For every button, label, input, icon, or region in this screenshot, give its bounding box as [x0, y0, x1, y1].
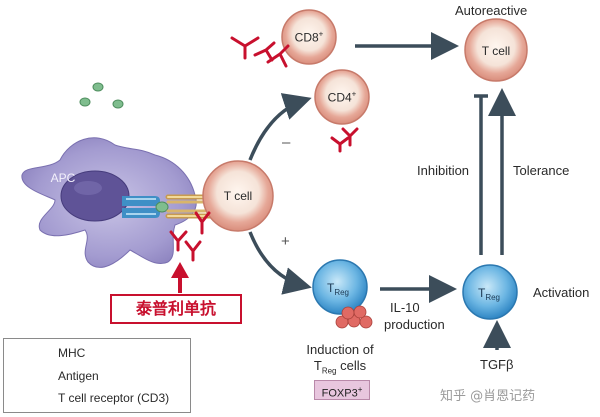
- treg-right-cell: [462, 264, 518, 320]
- central-t-cell: [202, 160, 274, 232]
- tcr-icon: [8, 389, 48, 402]
- apc-cell: [21, 137, 197, 268]
- apc-nucleus: [60, 170, 130, 222]
- antigen-icon: [11, 370, 23, 380]
- autoreactive-t-cell: [464, 18, 528, 82]
- tcell-to-treg-arrow: [248, 231, 312, 295]
- il10-granules: [335, 305, 373, 329]
- treg-left-cell: [312, 259, 368, 315]
- antibodies: [169, 36, 359, 262]
- antigen-dots: [79, 82, 124, 109]
- mhc-icon: [14, 346, 43, 360]
- cd8-cell: [281, 9, 337, 65]
- antibody-red-arrow: [171, 262, 189, 293]
- cd4-cell: [314, 69, 370, 125]
- legend-icons: [8, 346, 48, 402]
- tcell-to-cd4-arrow: [248, 93, 312, 161]
- arrows: [248, 32, 516, 350]
